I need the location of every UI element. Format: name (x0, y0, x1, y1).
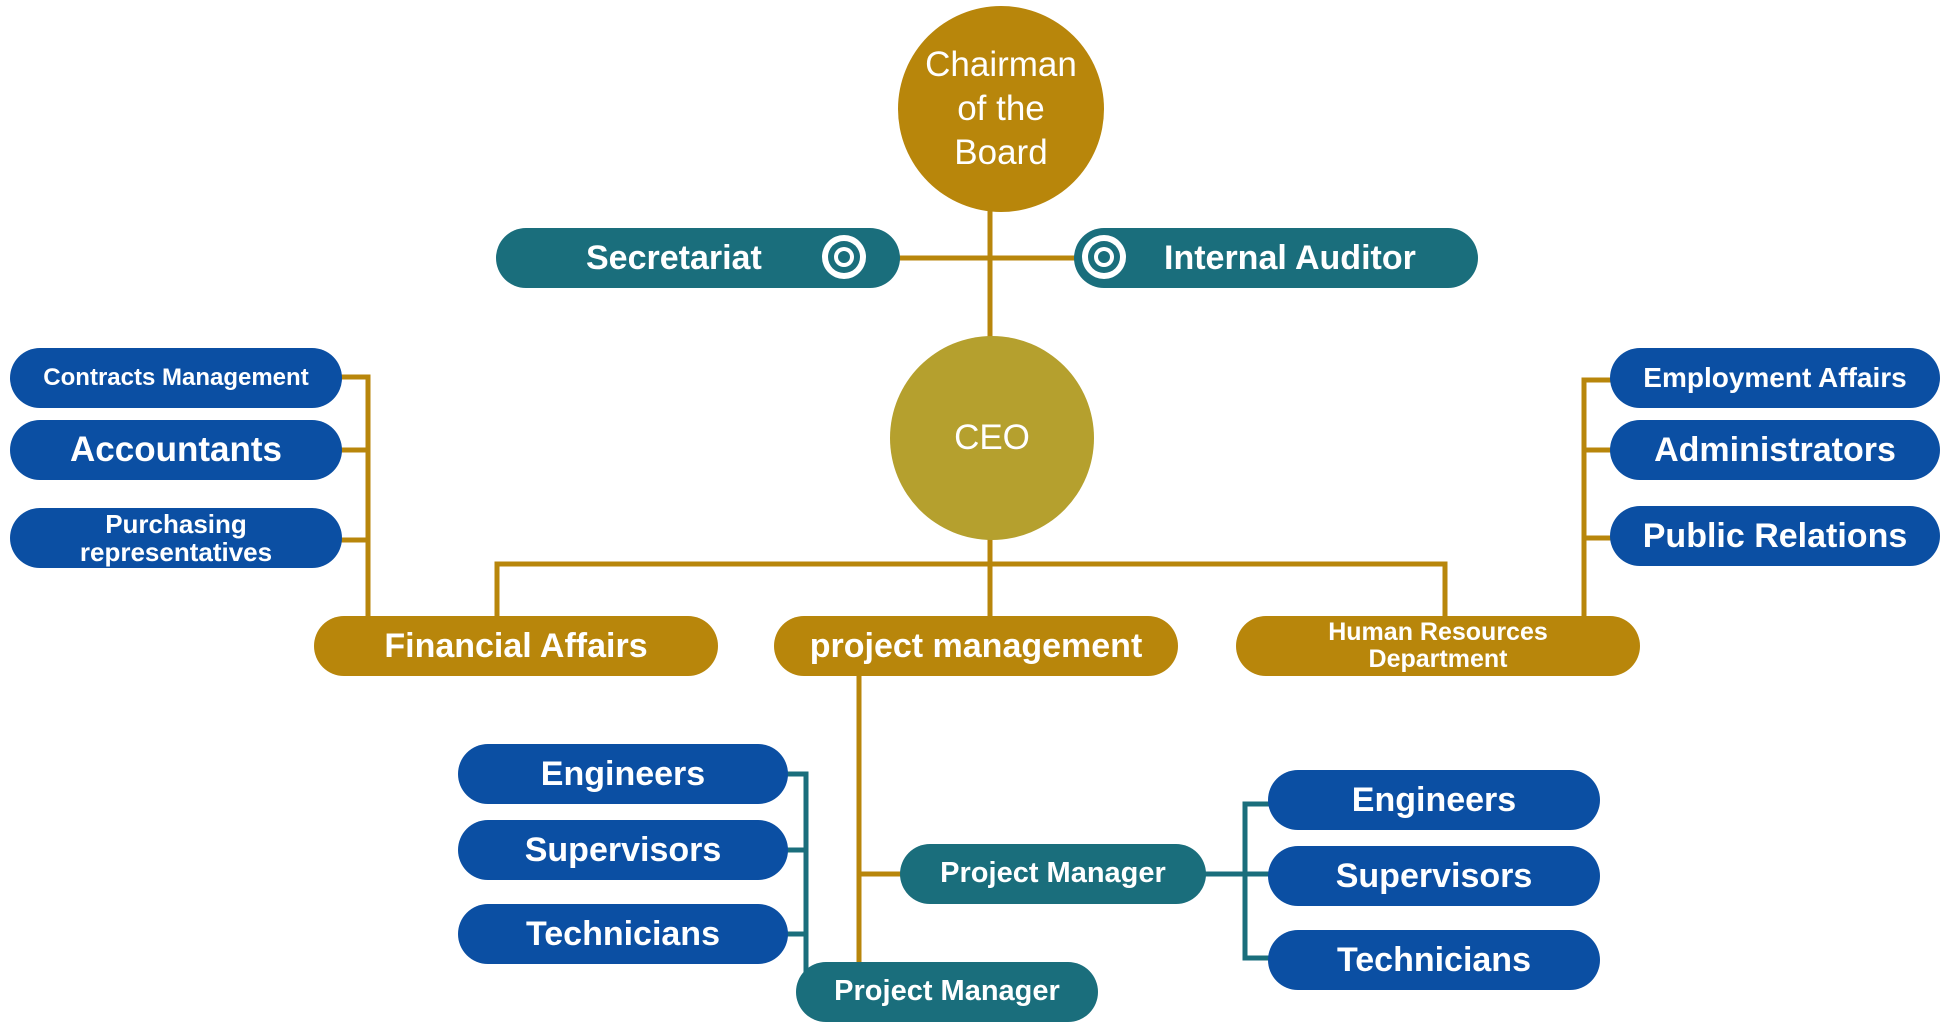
dept-human-resources: Human Resources Department (1236, 616, 1640, 676)
team-label: Engineers (1351, 780, 1517, 819)
unit-administrators: Administrators (1610, 420, 1940, 480)
unit-public-relations: Public Relations (1610, 506, 1940, 566)
team-label: Supervisors (1335, 856, 1533, 895)
team-label: Technicians (1337, 940, 1531, 979)
connector-financial-units (337, 374, 371, 623)
dept-label: Financial Affairs (384, 626, 648, 665)
unit-label: Employment Affairs (1643, 361, 1907, 393)
unit-label: Administrators (1654, 430, 1896, 469)
unit-label: Contracts Management (43, 364, 309, 392)
secretariat-label: Secretariat (586, 238, 762, 277)
ceo-label: CEO (954, 418, 1030, 458)
team-left-supervisors: Supervisors (458, 820, 788, 880)
unit-label: Purchasing representatives (79, 508, 273, 567)
internal-auditor-label: Internal Auditor (1164, 238, 1416, 277)
team-right-supervisors: Supervisors (1268, 846, 1600, 906)
unit-label: Public Relations (1642, 516, 1908, 555)
dept-label: Human Resources Department (1328, 618, 1548, 673)
team-label: Technicians (526, 914, 720, 953)
unit-accountants: Accountants (10, 420, 342, 480)
pm-label: Project Manager (834, 975, 1060, 1008)
chairman-label: Chairman of the Board (925, 45, 1077, 172)
team-left-technicians: Technicians (458, 904, 788, 964)
connector-team-left (783, 771, 809, 995)
unit-contracts-management: Contracts Management (10, 348, 342, 408)
project-manager-right: Project Manager (900, 844, 1206, 904)
team-right-engineers: Engineers (1268, 770, 1600, 830)
target-icon (822, 235, 866, 279)
dept-label: project management (809, 626, 1143, 665)
ceo-node: CEO (890, 336, 1094, 540)
connector-ceo-departments (494, 533, 1448, 625)
project-manager-bottom: Project Manager (796, 962, 1098, 1022)
connector-team-right (1203, 801, 1273, 961)
internal-auditor-node: Internal Auditor (1074, 228, 1478, 288)
connector-project-managers (856, 669, 905, 993)
unit-label: Accountants (70, 430, 282, 470)
team-label: Supervisors (524, 830, 722, 869)
unit-employment-affairs: Employment Affairs (1610, 348, 1940, 408)
pm-label: Project Manager (940, 857, 1166, 890)
unit-purchasing-representatives: Purchasing representatives (10, 508, 342, 568)
dept-financial-affairs: Financial Affairs (314, 616, 718, 676)
team-label: Engineers (540, 754, 706, 793)
chairman-node: Chairman of the Board (898, 6, 1104, 212)
team-right-technicians: Technicians (1268, 930, 1600, 990)
dept-project-management: project management (774, 616, 1178, 676)
team-left-engineers: Engineers (458, 744, 788, 804)
connector-hr-units (1581, 377, 1615, 623)
target-icon (1082, 235, 1126, 279)
